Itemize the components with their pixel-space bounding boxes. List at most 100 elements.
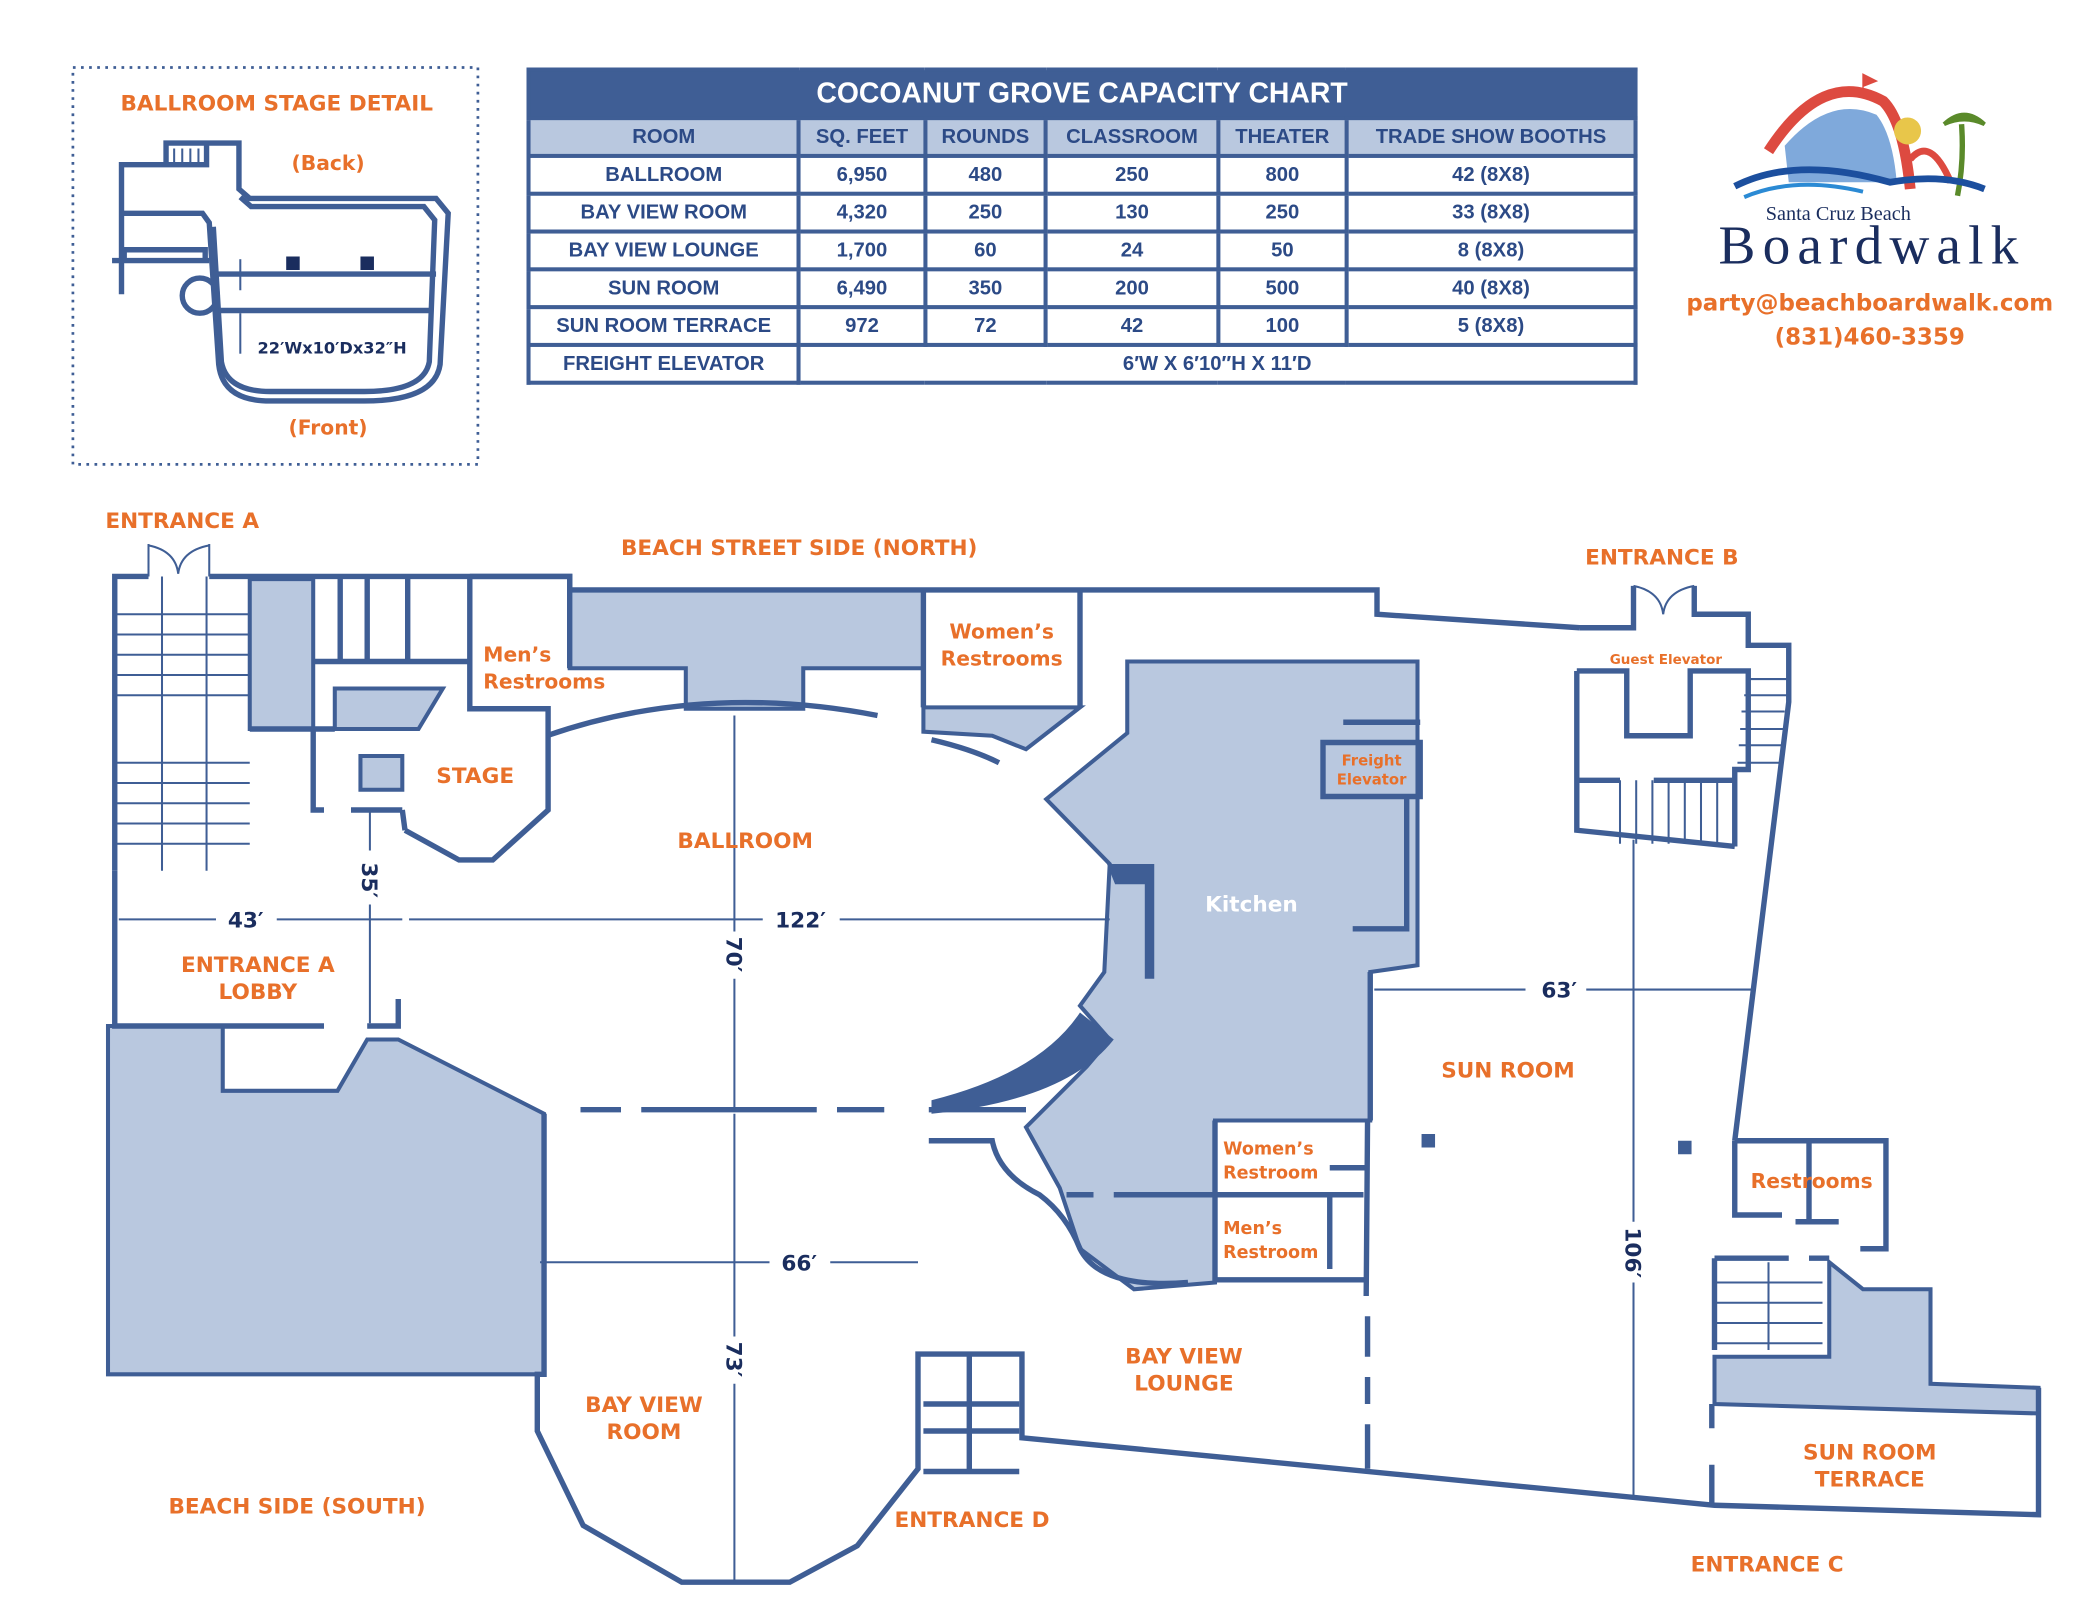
cell: 72 <box>922 305 1048 347</box>
ballroom-label: BALLROOM <box>677 829 813 854</box>
mens-restrooms-label-2: Restrooms <box>483 670 605 694</box>
sun-room-terrace-label-2: TERRACE <box>1815 1467 1925 1492</box>
entrance-c-label: ENTRANCE C <box>1691 1552 1844 1577</box>
cell: 50 <box>1216 229 1349 272</box>
dim-106: 106′ <box>1619 1227 1644 1278</box>
cell: FREIGHT ELEVATOR <box>526 342 801 385</box>
cell: 8 (8X8) <box>1344 229 1638 272</box>
mens-restrooms-label: Men’s <box>483 643 551 667</box>
womens-restrooms-label-2: Restrooms <box>941 647 1063 671</box>
col-header: SQ. FEET <box>796 116 928 158</box>
walls <box>112 544 2042 1585</box>
col-header: THEATER <box>1216 116 1349 158</box>
col-header: ROUNDS <box>922 116 1048 158</box>
cell: 250 <box>1043 153 1221 196</box>
freight-elevator-label: Freight <box>1342 751 1402 769</box>
mens-restroom-label-2: Restroom <box>1223 1243 1318 1263</box>
stage-dimensions: 22′Wx10′Dx32″H <box>258 339 407 358</box>
cell: 33 (8X8) <box>1344 191 1638 234</box>
bay-view-lounge-label-2: LOUNGE <box>1134 1372 1233 1397</box>
cell: 42 <box>1043 305 1221 347</box>
stage-label: STAGE <box>436 764 514 789</box>
sun-room-label: SUN ROOM <box>1441 1058 1575 1083</box>
sun-room-terrace-label: SUN ROOM <box>1803 1440 1937 1465</box>
stage-back-label: (Back) <box>292 151 365 175</box>
bay-view-room-label: BAY VIEW <box>585 1393 703 1418</box>
womens-restrooms-label: Women’s <box>949 620 1054 644</box>
dimension-lines <box>118 715 1751 1583</box>
cell: BALLROOM <box>526 153 801 196</box>
cell: 6,490 <box>796 267 928 310</box>
phone-number: (831)460-3359 <box>1774 324 1965 351</box>
cell: SUN ROOM TERRACE <box>526 305 801 347</box>
cell: BAY VIEW ROOM <box>526 191 801 234</box>
table-row: FREIGHT ELEVATOR 6′W X 6′10″H X 11′D <box>526 342 1638 385</box>
boardwalk-logo: Santa Cruz Beach Boardwalk <box>1719 73 2019 275</box>
entrance-b-label: ENTRANCE B <box>1585 545 1739 570</box>
cell: BAY VIEW LOUNGE <box>526 229 801 272</box>
cell: 60 <box>922 229 1048 272</box>
guest-elevator-label: Guest Elevator <box>1610 652 1723 668</box>
womens-restroom-label-2: Restroom <box>1223 1164 1318 1184</box>
bay-view-lounge-label: BAY VIEW <box>1125 1345 1243 1370</box>
stage-detail-title: BALLROOM STAGE DETAIL <box>120 92 433 117</box>
cell: 130 <box>1043 191 1221 234</box>
dim-66: 66′ <box>781 1251 817 1276</box>
logo-wordmark: Boardwalk <box>1719 214 2019 275</box>
north-label: BEACH STREET SIDE (NORTH) <box>621 536 977 561</box>
lobby-label-2: LOBBY <box>218 980 297 1005</box>
dim-122: 122′ <box>775 908 826 933</box>
cell: 800 <box>1216 153 1349 196</box>
room-labels: ENTRANCE A BEACH STREET SIDE (NORTH) ENT… <box>105 509 1936 1578</box>
cell: 24 <box>1043 229 1221 272</box>
cell: 4,320 <box>796 191 928 234</box>
cell: 250 <box>1216 191 1349 234</box>
cell: 350 <box>922 267 1048 310</box>
dim-63: 63′ <box>1541 979 1577 1004</box>
chart-title: COCOANUT GROVE CAPACITY CHART <box>526 67 1638 121</box>
dim-70: 70′ <box>720 937 745 973</box>
dim-73: 73′ <box>720 1342 745 1378</box>
entrance-a-label: ENTRANCE A <box>105 509 259 534</box>
col-header: CLASSROOM <box>1043 116 1221 158</box>
freight-elevator-label-2: Elevator <box>1337 770 1407 788</box>
stage-detail-frame <box>71 66 480 466</box>
cell: 6′W X 6′10″H X 11′D <box>796 342 1638 385</box>
cell: 500 <box>1216 267 1349 310</box>
cell: 6,950 <box>796 153 928 196</box>
col-header: TRADE SHOW BOOTHS <box>1344 116 1638 158</box>
cell: 1,700 <box>796 229 928 272</box>
cell: 5 (8X8) <box>1344 305 1638 347</box>
cell: 972 <box>796 305 928 347</box>
capacity-chart: COCOANUT GROVE CAPACITY CHART ROOM SQ. F… <box>526 67 1638 385</box>
cell: SUN ROOM <box>526 267 801 310</box>
stage-detail-drawing <box>112 140 451 404</box>
kitchen-label: Kitchen <box>1205 892 1298 917</box>
entrance-d-label: ENTRANCE D <box>894 1508 1049 1533</box>
cell: 250 <box>922 191 1048 234</box>
cell: 40 (8X8) <box>1344 267 1638 310</box>
contact-info: party@beachboardwalk.com (831)460-3359 <box>1661 288 2080 356</box>
cell: 100 <box>1216 305 1349 347</box>
south-label: BEACH SIDE (SOUTH) <box>168 1494 425 1519</box>
bay-view-room-label-2: ROOM <box>607 1420 682 1445</box>
cell: 42 (8X8) <box>1344 153 1638 196</box>
womens-restroom-label: Women’s <box>1223 1139 1314 1159</box>
restrooms-label: Restrooms <box>1751 1169 1873 1193</box>
cell: 480 <box>922 153 1048 196</box>
logo-text: Santa Cruz Beach <box>1766 203 1911 225</box>
lobby-label: ENTRANCE A <box>181 953 335 978</box>
dim-35: 35′ <box>356 862 381 898</box>
dimension-labels: 43′ 35′ 122′ 70′ 66′ 73′ 63′ 106′ <box>228 862 1645 1377</box>
dim-43: 43′ <box>228 908 264 933</box>
col-header: ROOM <box>526 116 801 158</box>
cell: 200 <box>1043 267 1221 310</box>
email-link[interactable]: party@beachboardwalk.com <box>1686 290 2054 318</box>
